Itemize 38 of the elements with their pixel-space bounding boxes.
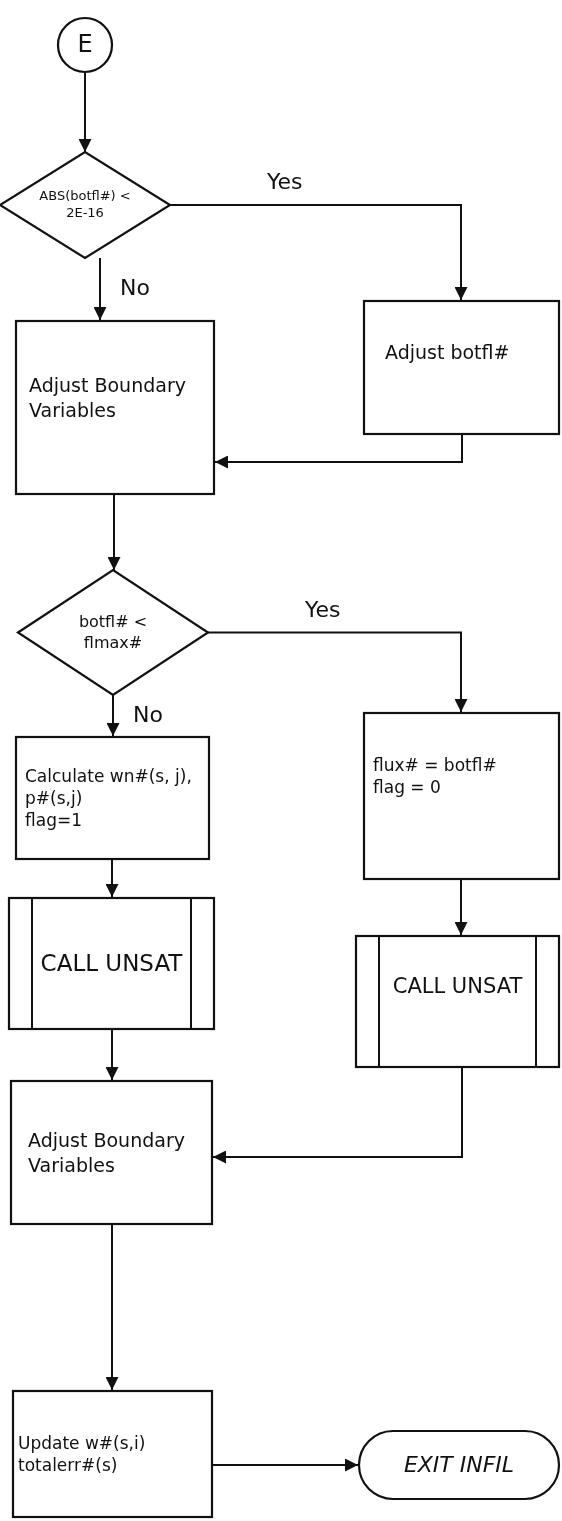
node-text: Calculate wn#(s, j), p#(s,j)	[25, 764, 193, 810]
arrow	[105, 1029, 119, 1081]
arrow	[107, 494, 121, 571]
node-text: flux# = botfl#	[373, 753, 498, 776]
node-text: E	[76, 29, 94, 61]
node-text: flag = 0	[373, 776, 442, 799]
subroutine-box	[355, 935, 560, 1068]
node-text: Adjust botfl#	[385, 340, 511, 365]
process-box	[10, 1080, 213, 1225]
decision-diamond	[18, 570, 208, 695]
node-text: botfl# < flmax#	[77, 611, 149, 654]
arrow	[212, 1458, 359, 1472]
process-box	[15, 736, 210, 860]
arrow	[207, 631, 468, 713]
node-text: Adjust Boundary Variables	[28, 1127, 186, 1178]
process-box	[363, 300, 560, 435]
connector-circle	[57, 17, 113, 73]
node-text: CALL UNSAT	[39, 948, 184, 978]
process-box	[363, 712, 560, 880]
node-text: flag=1	[25, 809, 83, 832]
arrow	[105, 1224, 119, 1391]
decision-diamond	[0, 152, 170, 258]
arrow	[169, 204, 468, 301]
process-box	[12, 1390, 213, 1518]
node-text: ABS(botfl#) < 2E-16	[38, 188, 132, 222]
node-text: EXIT INFIL	[402, 1450, 516, 1479]
arrow	[105, 859, 119, 898]
process-box	[15, 320, 215, 495]
arrow	[214, 434, 463, 469]
arrow	[212, 1067, 463, 1164]
arrow	[454, 879, 468, 936]
arrow	[93, 257, 107, 321]
node-text: Adjust Boundary Variables	[29, 372, 187, 423]
subroutine-box	[8, 897, 215, 1030]
arrow	[78, 72, 92, 153]
node-text: Update w#(s,i) totalerr#(s)	[18, 1431, 147, 1477]
arrow	[106, 694, 120, 737]
node-text: CALL UNSAT	[391, 972, 524, 1000]
